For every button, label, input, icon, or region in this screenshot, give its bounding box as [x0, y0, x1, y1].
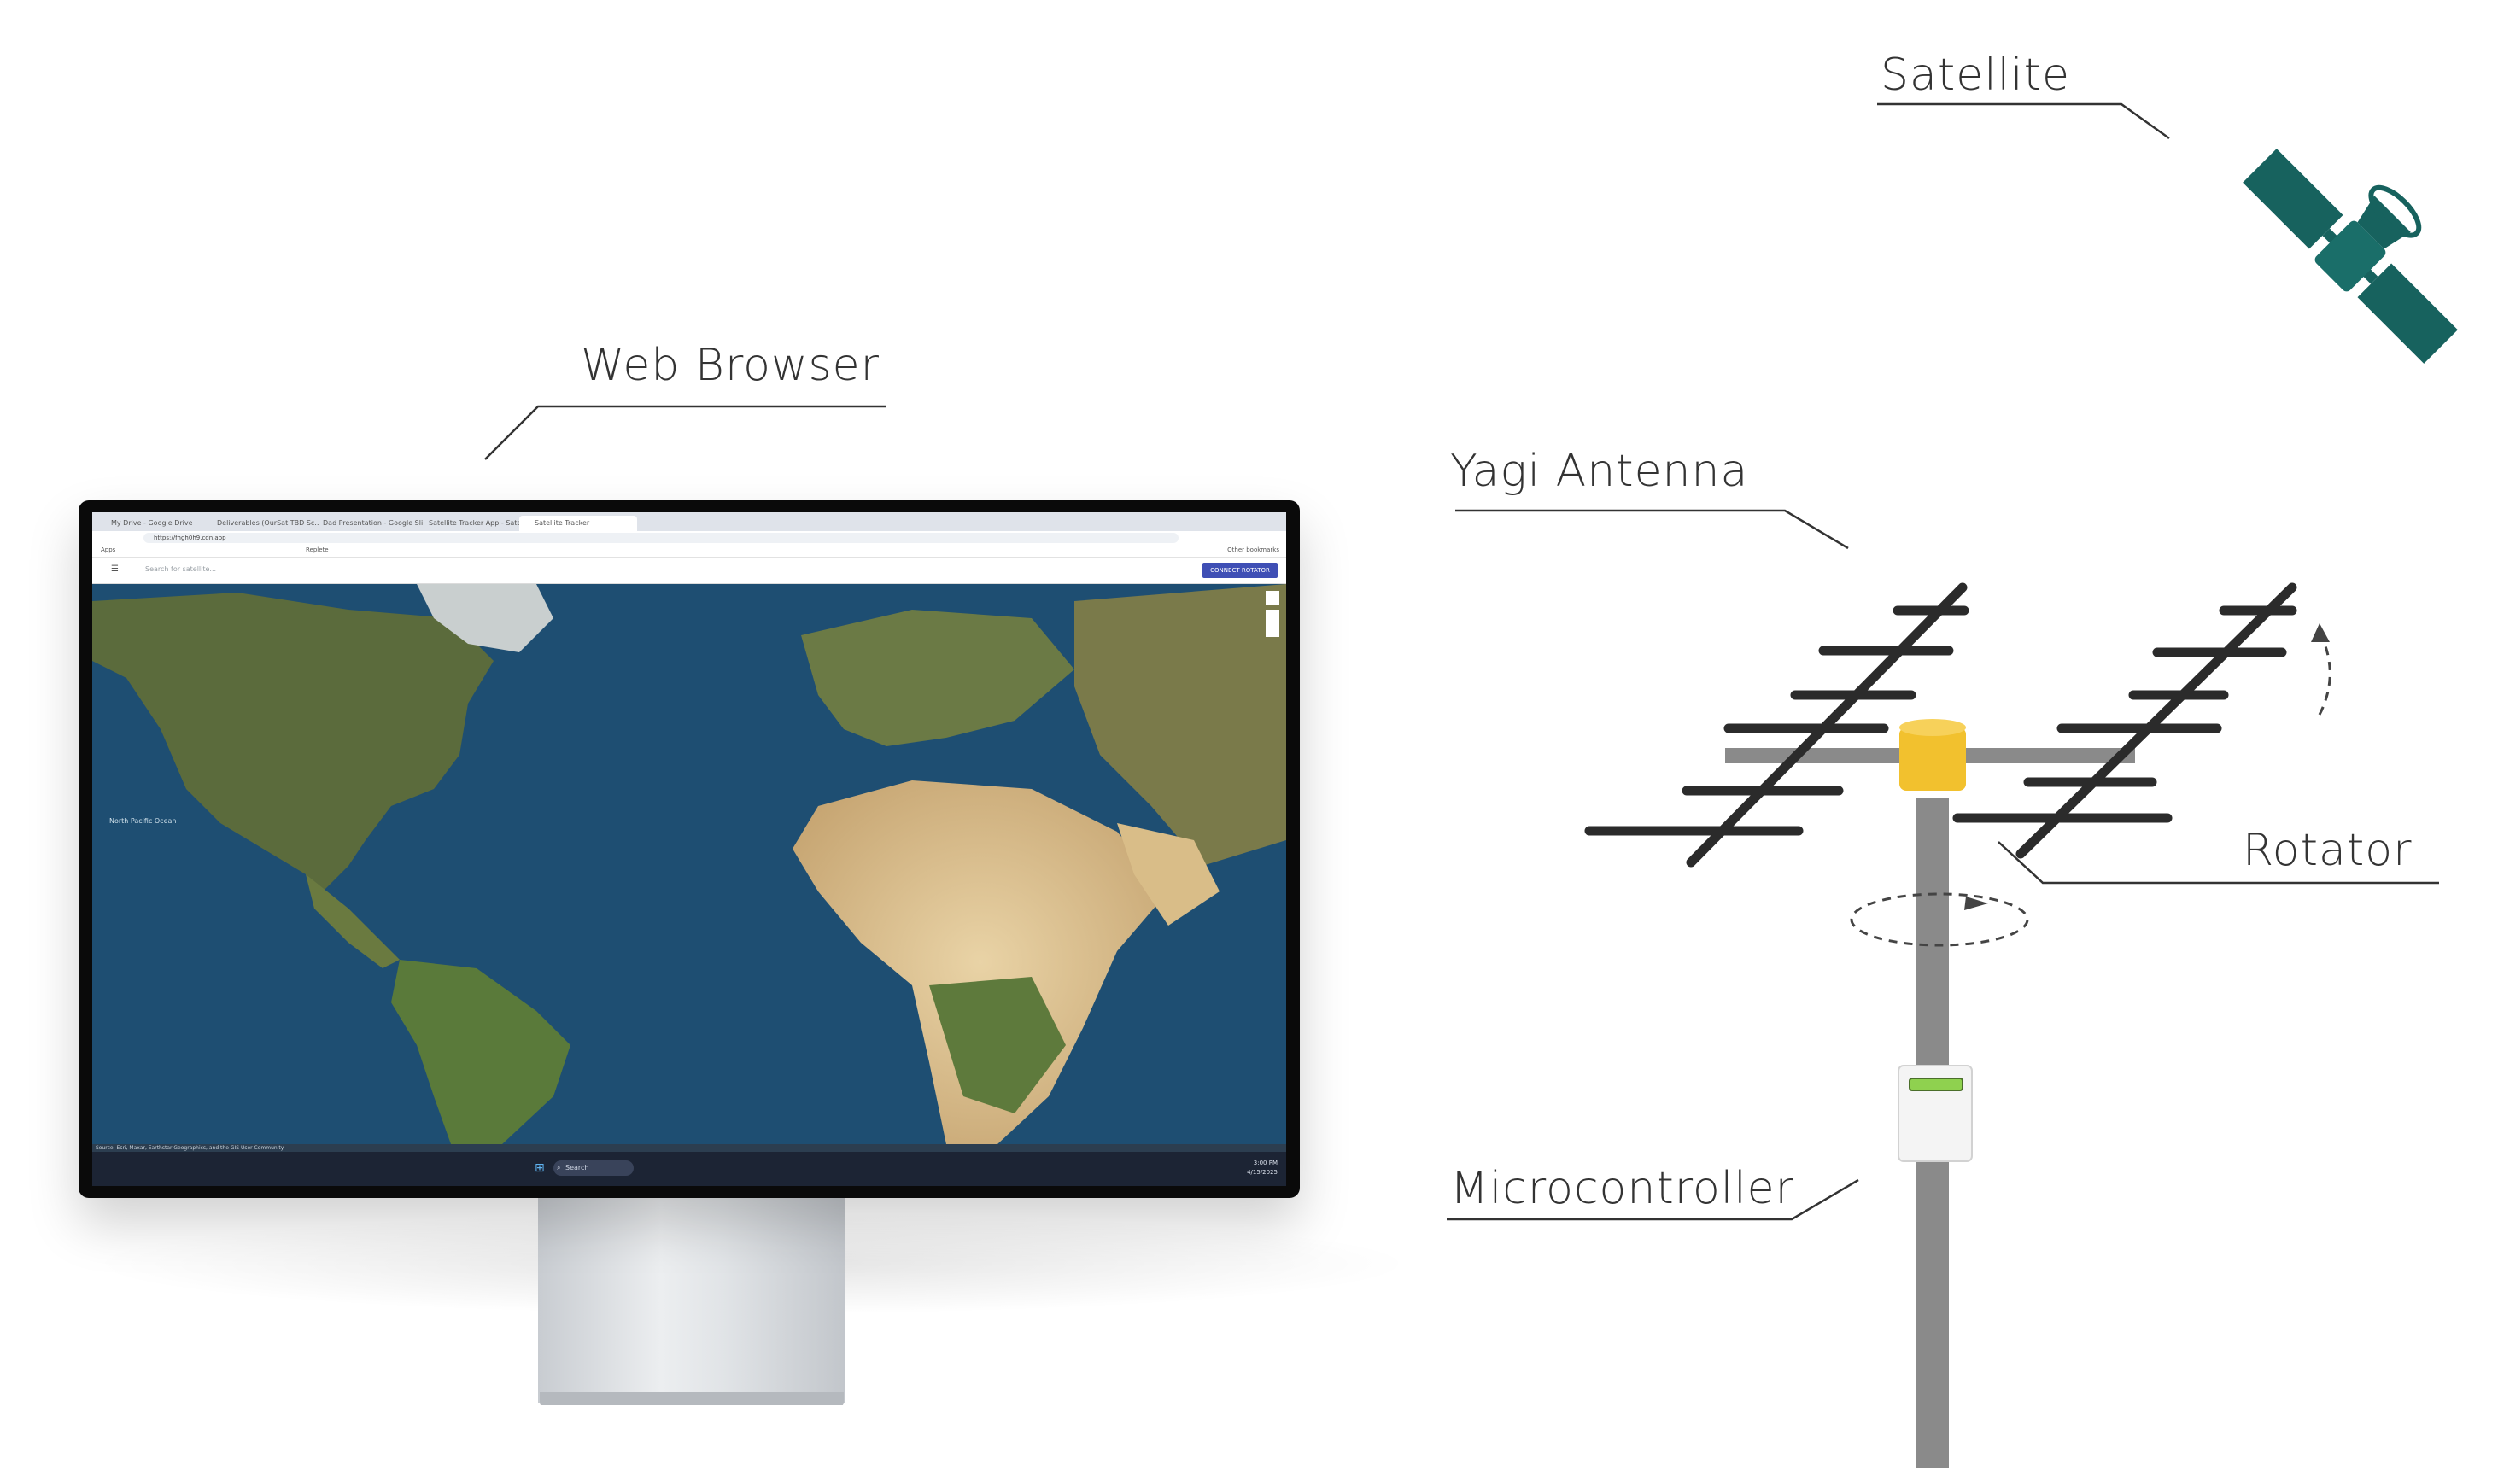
- tab-satellite-tracker[interactable]: Satellite Tracker: [519, 516, 637, 531]
- yagi-antenna-label: Yagi Antenna: [1450, 446, 1749, 497]
- taskbar: ⊞ ⌕ Search 3:00 PM 4/15/2025: [92, 1152, 1286, 1186]
- satellite-search-input[interactable]: Search for satellite...: [145, 565, 217, 573]
- rotator-unit: [1899, 719, 1966, 791]
- search-icon: ⌕: [557, 1164, 561, 1171]
- web-browser-label: Web Browser: [581, 340, 880, 391]
- taskbar-clock: 3:00 PM 4/15/2025: [1247, 1159, 1278, 1177]
- central-africa: [929, 977, 1066, 1113]
- status-led: [1909, 1078, 1963, 1091]
- monitor-stand: [538, 1198, 845, 1403]
- taskbar-date: 4/15/2025: [1247, 1169, 1278, 1176]
- yagi-antenna-right: [1952, 582, 2297, 859]
- address-bar: https://fhgh0h9.cdn.app: [92, 531, 1286, 545]
- monitor-stand-base: [540, 1392, 844, 1405]
- microcontroller-box: [1898, 1065, 1973, 1162]
- north-america: [92, 593, 494, 891]
- bookmark-apps[interactable]: Apps: [101, 546, 116, 553]
- rotator-leader: [1998, 841, 2439, 885]
- satellite-leader: [1877, 102, 2170, 140]
- app-header: ☰ Search for satellite... CONNECT ROTATO…: [92, 558, 1286, 584]
- tab-drive[interactable]: My Drive - Google Drive: [111, 519, 193, 527]
- map-tool-button[interactable]: [1266, 591, 1279, 605]
- bookmark-replete[interactable]: Replete: [306, 546, 329, 553]
- central-america: [306, 874, 400, 968]
- tab-deliverables[interactable]: Deliverables (OurSat TBD Sc…: [217, 519, 319, 527]
- africa: [793, 780, 1168, 1144]
- azimuth-rotation-icon: [1850, 892, 2029, 947]
- yagi-antenna-leader: [1455, 509, 1849, 550]
- satellite-label: Satellite: [1881, 50, 2070, 101]
- elevation-rotation-icon: [2318, 633, 2331, 716]
- taskbar-time: 3:00 PM: [1253, 1160, 1278, 1166]
- monitor: My Drive - Google Drive Deliverables (Ou…: [79, 500, 1300, 1198]
- satellite-icon: [2243, 149, 2458, 364]
- windows-start-icon[interactable]: ⊞: [535, 1161, 545, 1175]
- rotator-label: Rotator: [2243, 825, 2413, 876]
- south-america: [391, 960, 570, 1144]
- map-zoom-controls[interactable]: [1266, 610, 1279, 637]
- azimuth-arrow-head: [1964, 897, 1988, 910]
- connect-rotator-button[interactable]: CONNECT ROTATOR: [1202, 563, 1278, 578]
- tab-tracker-app[interactable]: Satellite Tracker App - Satellite…: [429, 519, 531, 527]
- arabia: [1117, 823, 1220, 926]
- europe: [801, 610, 1074, 746]
- yagi-antenna-left: [1584, 582, 1969, 868]
- url-field[interactable]: https://fhgh0h9.cdn.app: [143, 533, 1179, 543]
- greenland: [417, 584, 553, 652]
- taskbar-search-label: Search: [565, 1164, 589, 1171]
- taskbar-search[interactable]: ⌕ Search: [553, 1160, 634, 1176]
- asia: [1074, 584, 1286, 866]
- world-map[interactable]: North Pacific Ocean: [92, 584, 1286, 1144]
- elevation-arrow-head: [2311, 623, 2330, 642]
- bookmarks-bar: Apps Replete Other bookmarks: [92, 545, 1286, 558]
- other-bookmarks[interactable]: Other bookmarks: [1227, 546, 1279, 553]
- web-browser-leader: [484, 405, 886, 460]
- tab-bar: My Drive - Google Drive Deliverables (Ou…: [92, 512, 1286, 531]
- microcontroller-label: Microcontroller: [1450, 1163, 1795, 1214]
- tab-presentation[interactable]: Dad Presentation - Google Sli…: [323, 519, 425, 527]
- map-attribution: Source: Esri, Maxar, Earthstar Geographi…: [92, 1144, 1286, 1152]
- menu-icon[interactable]: ☰: [111, 564, 119, 574]
- microcontroller-leader: [1447, 1178, 1859, 1221]
- browser-window: My Drive - Google Drive Deliverables (Ou…: [92, 512, 1286, 1186]
- ocean-label: North Pacific Ocean: [109, 817, 176, 825]
- map-graphic: North Pacific Ocean: [92, 584, 1286, 1144]
